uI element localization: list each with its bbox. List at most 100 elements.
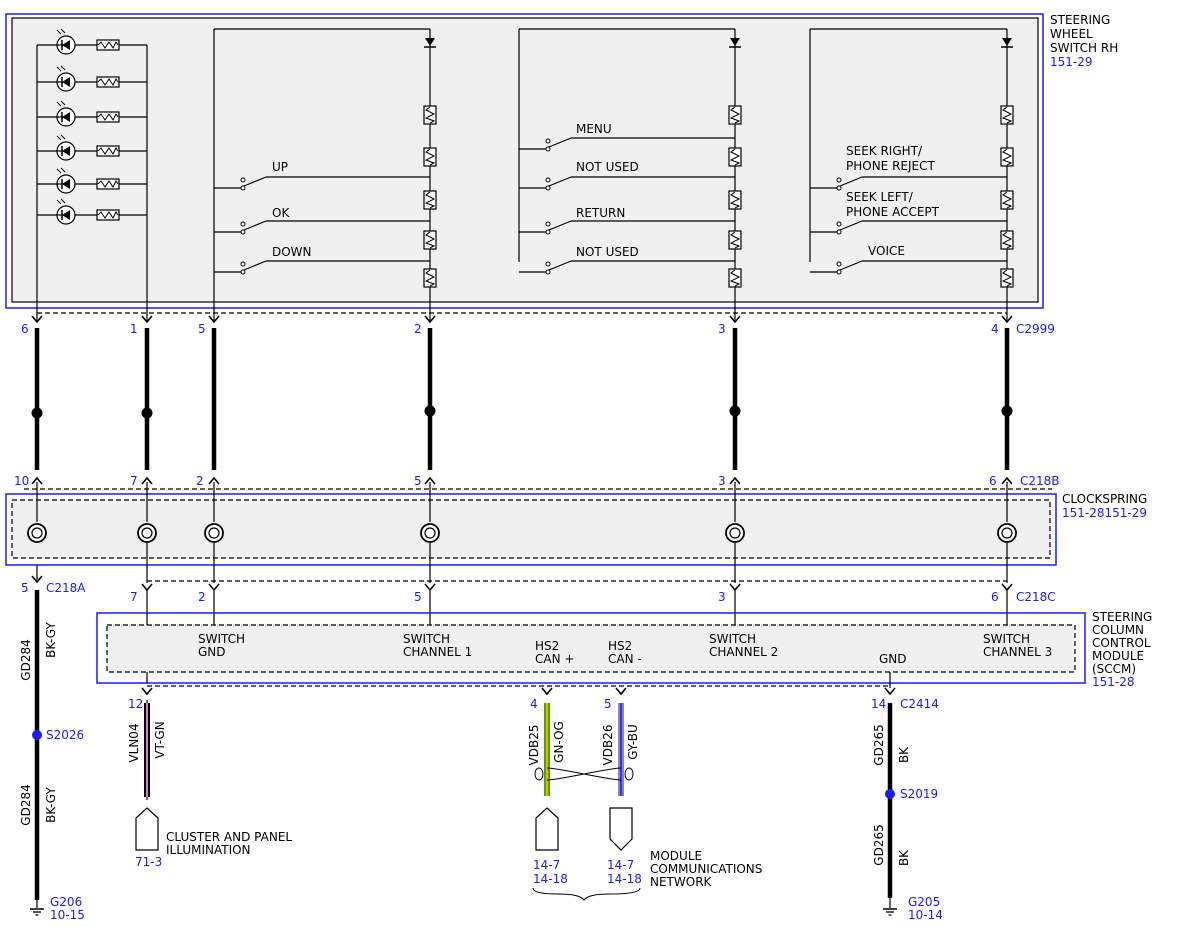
sccm-pin-5: 5 xyxy=(604,697,612,711)
switch-channel-2-network: MENU NOT USED RETURN NOT USED xyxy=(518,28,742,322)
resistor-icon xyxy=(1000,268,1014,288)
sccm-pin-can-plus-1: HS2 xyxy=(535,639,559,653)
mcn-label-1: MODULE xyxy=(650,849,702,863)
splice-s2026-label[interactable]: S2026 xyxy=(46,728,84,742)
sccm-pin-ch3-1: SWITCH xyxy=(983,632,1030,646)
clockspring: CLOCKSPRING 151-28151-29 xyxy=(5,482,1147,583)
sccm-pin-ch2-1: SWITCH xyxy=(709,632,756,646)
switch-label-voice: VOICE xyxy=(868,244,905,258)
clockspring-coil-icon xyxy=(997,523,1017,543)
mcn-ref2-b[interactable]: 14-18 xyxy=(607,872,642,886)
resistor-icon xyxy=(96,76,120,88)
switch-channel-3-network: SEEK RIGHT/ PHONE REJECT SEEK LEFT/ PHON… xyxy=(809,28,1014,322)
c2999-pin-5: 5 xyxy=(198,322,206,336)
svg-text:(SCCM): (SCCM) xyxy=(1092,662,1136,676)
switch-label-seek-left-2: PHONE ACCEPT xyxy=(846,205,940,219)
connector-c218c: 7 2 5 3 6 C218C xyxy=(130,580,1056,625)
resistor-icon xyxy=(423,230,437,250)
c218c-pin-5: 5 xyxy=(414,590,422,604)
vdb26-color: GY-BU xyxy=(626,724,640,760)
vdb25-circuit: VDB25 xyxy=(527,725,541,766)
mcn-ref1-b[interactable]: 14-7 xyxy=(607,858,634,872)
c2999-pin-2: 2 xyxy=(414,322,422,336)
wire-gd265: 14 C2414 S2019 GD265 BK GD265 BK G205 10… xyxy=(871,672,943,922)
c218c-pin-7: 7 xyxy=(130,590,138,604)
switch-contact[interactable] xyxy=(540,135,578,153)
vln04-color: VT-GN xyxy=(153,721,167,758)
illumination-led-array xyxy=(36,28,148,322)
c2999-pin-1: 1 xyxy=(130,322,138,336)
brace-icon xyxy=(532,887,641,901)
sccm-pin-12: 12 xyxy=(128,697,143,711)
resistor-icon xyxy=(1000,190,1014,210)
sccm-module: SWITCH GND SWITCH CHANNEL 1 HS2 CAN + HS… xyxy=(96,610,1152,689)
c218c-name[interactable]: C218C xyxy=(1016,590,1056,604)
resistor-icon xyxy=(96,145,120,157)
connector-pin-icon xyxy=(729,583,741,591)
switch-contact[interactable] xyxy=(540,174,578,192)
c2999-pin-6: 6 xyxy=(21,322,29,336)
c218a-name[interactable]: C218A xyxy=(46,581,86,595)
gd284-circuit-1: GD284 xyxy=(19,639,33,680)
switch-contact[interactable] xyxy=(831,258,869,276)
swsr-label: STEERING WHEEL SWITCH RH 151-29 xyxy=(1050,13,1118,69)
svg-text:CONTROL: CONTROL xyxy=(1092,636,1151,650)
connector-pin-icon xyxy=(424,583,436,591)
switch-contact[interactable] xyxy=(540,258,578,276)
g205-name[interactable]: G205 xyxy=(908,895,940,909)
c2999-pin-3: 3 xyxy=(718,322,726,336)
splice-s2019-label[interactable]: S2019 xyxy=(900,787,938,801)
resistor-icon xyxy=(728,230,742,250)
clockspring-name: CLOCKSPRING xyxy=(1062,492,1147,506)
c2999-pin-4: 4 xyxy=(991,322,999,336)
g206-name[interactable]: G206 xyxy=(50,895,82,909)
switch-label-up: UP xyxy=(272,160,288,174)
wire-vln04: 12 VLN04 VT-GN CLUSTER AND PANEL ILLUMIN… xyxy=(127,687,292,869)
g206-ref[interactable]: 10-15 xyxy=(50,908,85,922)
connector-c218b: 10 7 2 5 3 6 C218B xyxy=(14,474,1060,488)
gd265-color-2: BK xyxy=(897,849,911,866)
switch-label-menu: MENU xyxy=(576,122,612,136)
vdb25-color: GN-OG xyxy=(552,721,566,763)
cluster-label-2: ILLUMINATION xyxy=(166,843,251,857)
switch-contact[interactable] xyxy=(831,218,869,236)
c2414-name[interactable]: C2414 xyxy=(900,697,939,711)
switch-contact[interactable] xyxy=(540,218,578,236)
switch-contact[interactable] xyxy=(235,258,273,276)
c218b-pin-5: 5 xyxy=(414,474,422,488)
c2999-name[interactable]: C2999 xyxy=(1016,322,1055,336)
connector-arrow-icon xyxy=(609,807,633,851)
clockspring-coil-icon xyxy=(204,523,224,543)
c218b-name[interactable]: C218B xyxy=(1020,474,1060,488)
sccm-ref[interactable]: 151-28 xyxy=(1092,675,1135,689)
bu-stripe xyxy=(620,703,622,796)
sccm-pin-ch3-2: CHANNEL 3 xyxy=(983,645,1052,659)
sccm-pin-switch-gnd-2: GND xyxy=(198,645,226,659)
sccm-pin-4: 4 xyxy=(530,697,538,711)
connector-pin-icon xyxy=(208,583,220,591)
sccm-pin-ch2-2: CHANNEL 2 xyxy=(709,645,778,659)
connector-arrow-icon xyxy=(135,807,159,851)
gd265-circuit-1: GD265 xyxy=(872,724,886,765)
cluster-ref[interactable]: 71-3 xyxy=(135,855,162,869)
resistor-icon xyxy=(96,111,120,123)
switch-contact[interactable] xyxy=(235,174,273,192)
vln04-circuit: VLN04 xyxy=(127,723,141,762)
switch-label-not-used-2: NOT USED xyxy=(576,245,639,259)
resistor-icon xyxy=(728,147,742,167)
mcn-ref2-a[interactable]: 14-18 xyxy=(533,872,568,886)
sccm-pin-can-plus-2: CAN + xyxy=(535,652,574,666)
switch-label-ok: OK xyxy=(272,206,290,220)
c218b-pin-10: 10 xyxy=(14,474,29,488)
resistor-icon xyxy=(423,268,437,288)
resistor-icon xyxy=(423,105,437,125)
clockspring-ref[interactable]: 151-28151-29 xyxy=(1062,506,1147,520)
switch-contact[interactable] xyxy=(235,218,273,236)
swsr-ref-link[interactable]: 151-29 xyxy=(1050,55,1093,69)
mcn-ref1-a[interactable]: 14-7 xyxy=(533,858,560,872)
g205-ref[interactable]: 10-14 xyxy=(908,908,943,922)
svg-text:STEERING: STEERING xyxy=(1050,13,1110,27)
svg-text:MODULE: MODULE xyxy=(1092,649,1144,663)
sccm-pin-ch1-1: SWITCH xyxy=(403,632,450,646)
gd284-color-1: BK-GY xyxy=(44,622,58,658)
